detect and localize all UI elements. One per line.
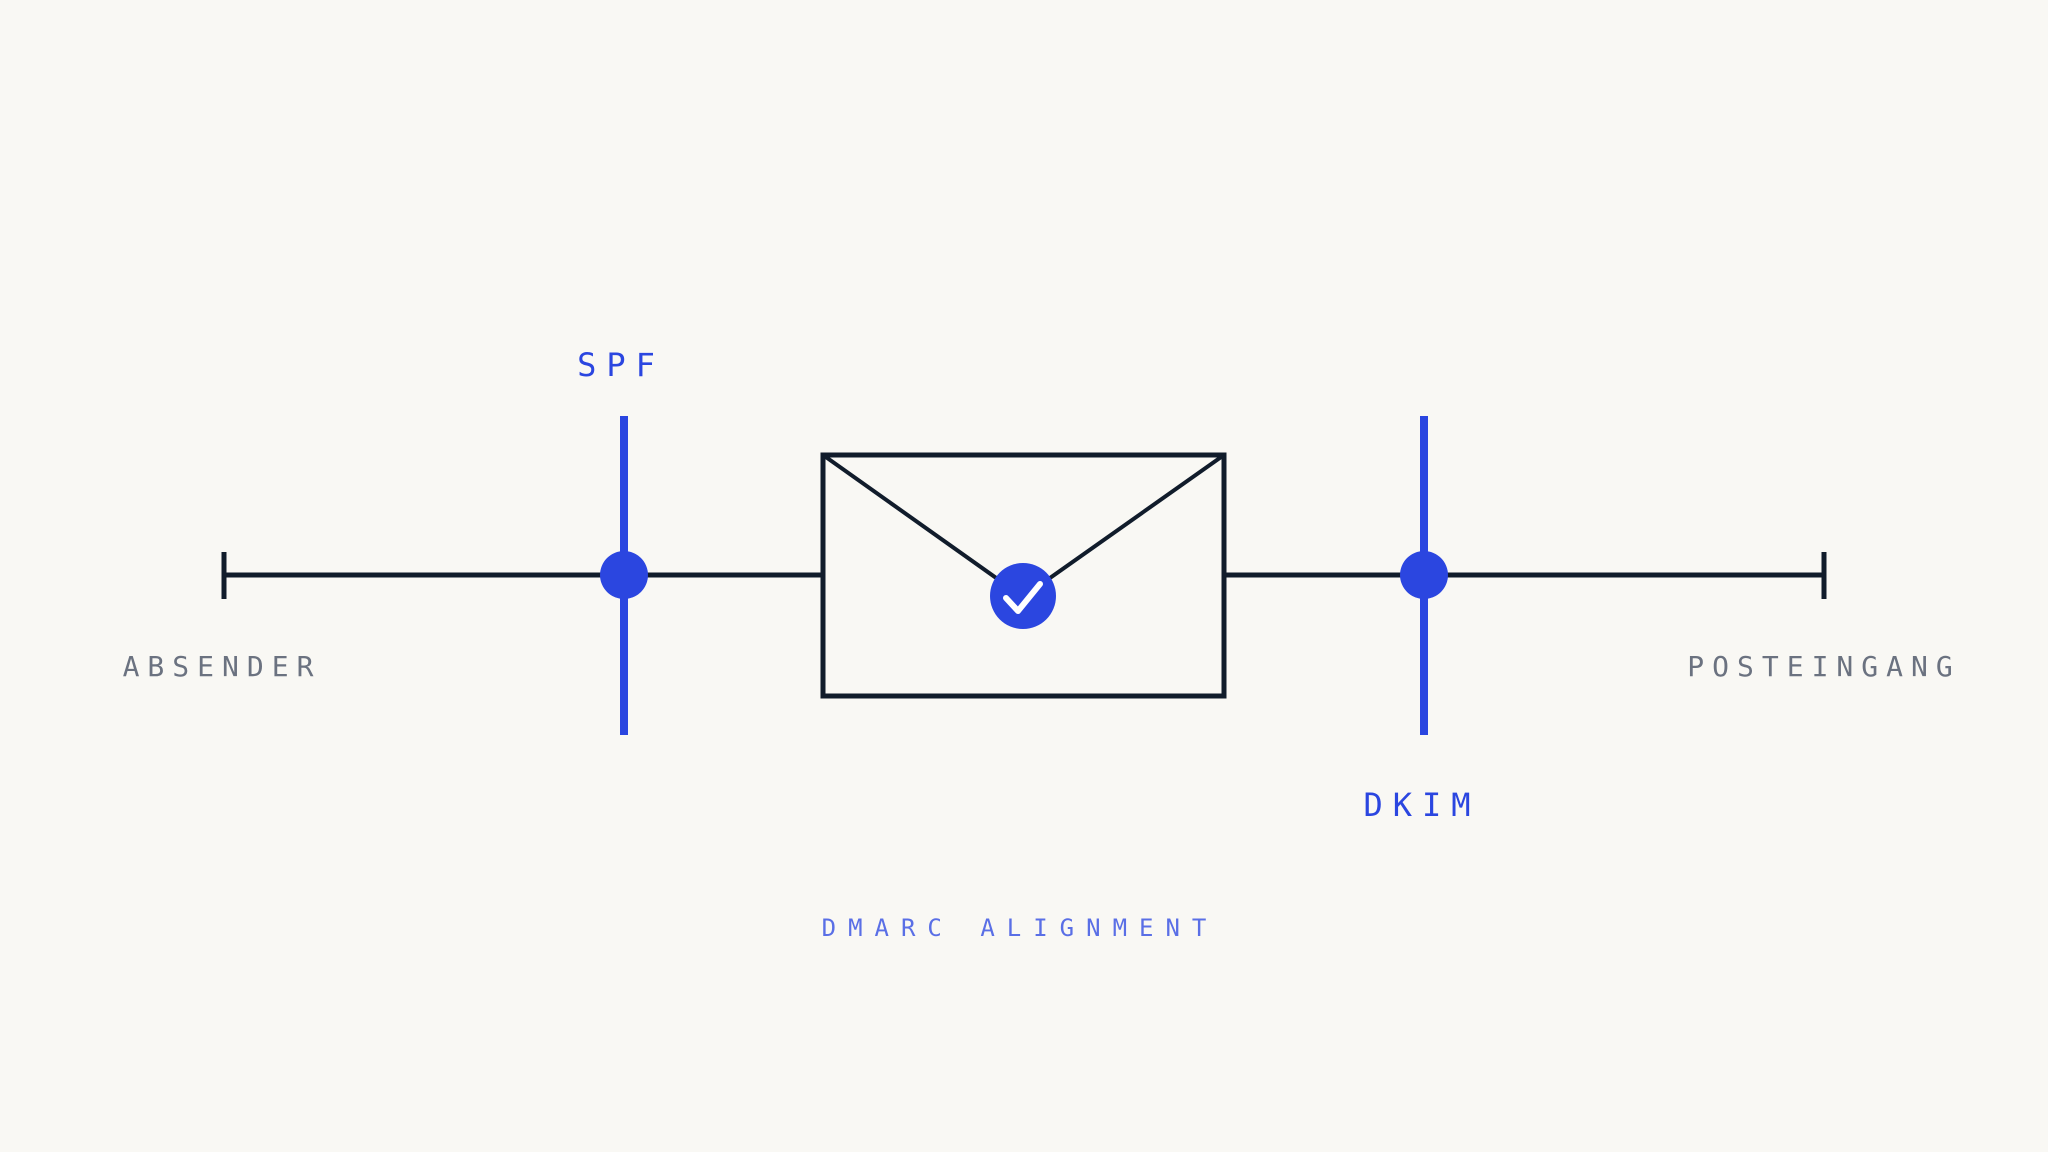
- envelope-icon: [820, 452, 1227, 699]
- spf-label: SPF: [577, 346, 665, 384]
- check-badge-icon: [990, 563, 1056, 629]
- sender-label: ABSENDER: [123, 650, 322, 683]
- diagram-caption: DMARC ALIGNMENT: [822, 914, 1219, 942]
- spf-checkpoint: [600, 416, 648, 735]
- check-badge-circle: [990, 563, 1056, 629]
- spf-node: [600, 551, 648, 599]
- inbox-label: POSTEINGANG: [1687, 650, 1960, 683]
- dkim-label: DKIM: [1363, 786, 1480, 824]
- check-mark: [1003, 581, 1043, 614]
- dkim-checkpoint: [1400, 416, 1448, 735]
- envelope-body: [820, 452, 1227, 699]
- dkim-node: [1400, 551, 1448, 599]
